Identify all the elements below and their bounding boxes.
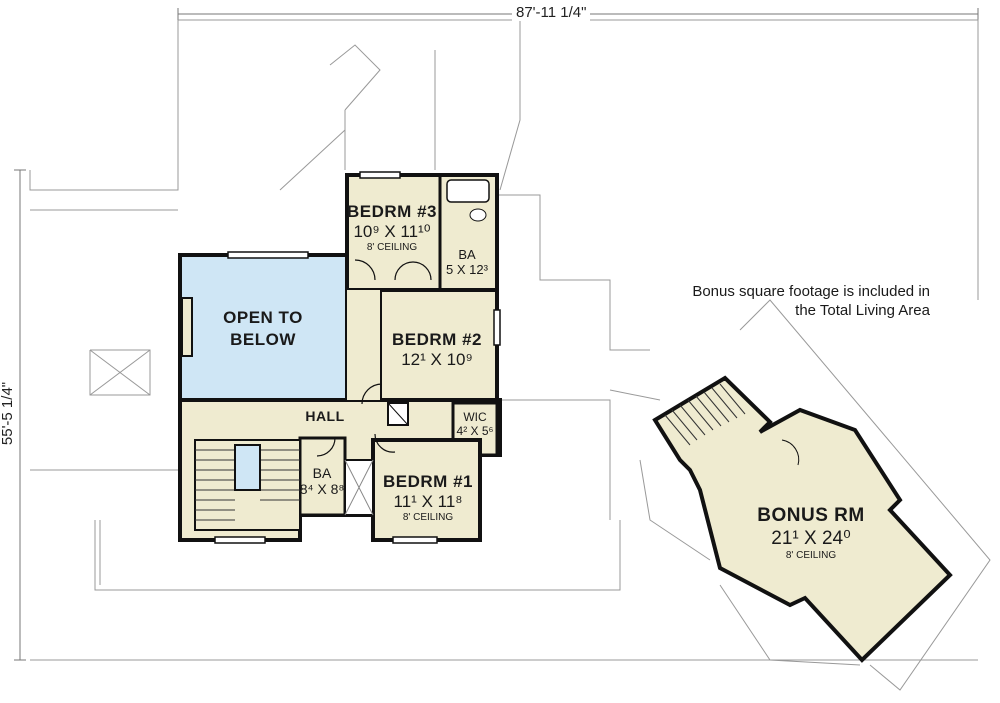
room-ceiling: 8' CEILING [402,512,454,523]
room-ceiling: 8' CEILING [785,550,837,561]
room-name: BEDRM #1 [383,472,473,491]
room-size: 12¹ X 10⁹ [401,350,473,369]
room-bath-1: BA 8⁴ X 8⁸ [300,465,345,497]
overall-depth-dimension: 55'-5 1/4" [0,377,17,450]
overall-width-dimension: 87'-11 1/4" [512,4,591,21]
room-name: BA [458,247,476,262]
room-name: BEDRM #3 [347,202,437,221]
room-bedroom-2: BEDRM #2 12¹ X 10⁹ [392,330,482,370]
bonus-note: Bonus square footage is included in the … [640,282,930,320]
room-size: 21¹ X 24⁰ [771,528,851,549]
main-house [178,171,502,544]
bonus-room-area [652,375,953,663]
room-open-to-below: OPEN TO BELOW [223,308,303,349]
room-size: 4² X 5⁶ [456,424,494,438]
room-ceiling: 8' CEILING [366,242,418,253]
room-bedroom-1: BEDRM #1 11¹ X 11⁸ 8' CEILING [383,472,473,523]
room-hall: HALL [305,408,345,424]
room-size: 11¹ X 11⁸ [393,492,463,511]
room-name: BEDRM #2 [392,330,482,349]
room-bonus: BONUS RM 21¹ X 24⁰ 8' CEILING [757,505,864,561]
room-size: 8⁴ X 8⁸ [299,481,345,497]
bedroom-3-area [345,173,499,292]
roof-outline [29,19,991,691]
bedroom-1-area [371,438,482,542]
room-bedroom-3: BEDRM #3 10⁹ X 11¹⁰ 8' CEILING [347,202,437,253]
room-name: BA [312,465,332,481]
room-size: 10⁹ X 11¹⁰ [353,222,431,241]
open-to-below-area [178,253,349,402]
room-size: 5 X 12³ [446,262,488,277]
bonus-note-line-1: Bonus square footage is included in [692,283,930,300]
bonus-note-line-2: the Total Living Area [795,302,930,319]
room-wic: WIC 4² X 5⁶ [457,410,494,438]
room-bath-2: BA 5 X 12³ [446,247,488,277]
room-name: WIC [463,410,487,424]
room-name: BONUS RM [757,505,865,526]
